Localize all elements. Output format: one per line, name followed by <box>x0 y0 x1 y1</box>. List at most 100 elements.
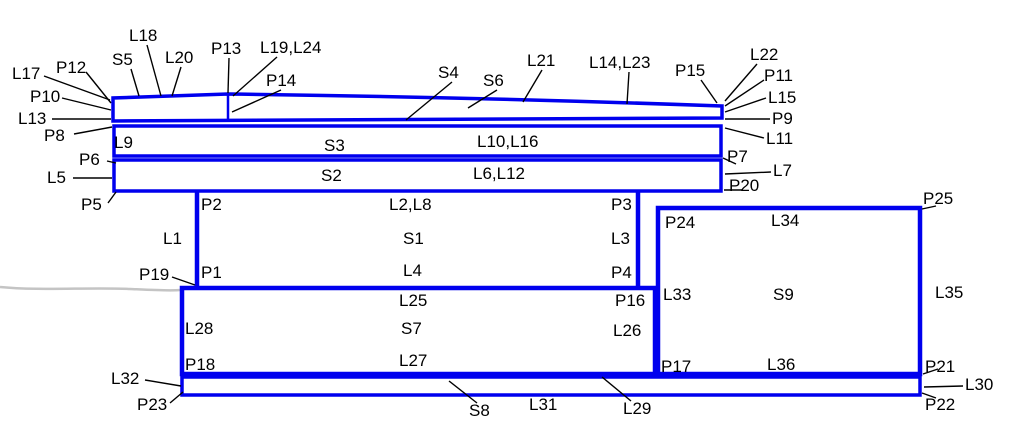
label-p7: P7 <box>727 147 748 166</box>
label-p11: P11 <box>764 66 793 85</box>
surface-s9-box <box>655 205 923 377</box>
label-l10-l16: L10,L16 <box>477 132 539 151</box>
label-p5: P5 <box>81 195 102 214</box>
label-p3: P3 <box>611 195 632 214</box>
label-s8: S8 <box>469 401 490 420</box>
label-p15: P15 <box>675 61 706 80</box>
leader-p11 <box>724 79 765 107</box>
label-l19-l24: L19,L24 <box>260 38 322 57</box>
label-s4: S4 <box>438 63 459 82</box>
label-l1: L1 <box>163 229 182 248</box>
label-l26: L26 <box>613 321 642 340</box>
leader-p10 <box>61 97 112 111</box>
label-p12: P12 <box>56 58 87 77</box>
label-l36: L36 <box>767 355 796 374</box>
label-p8: P8 <box>44 126 65 145</box>
label-p16: P16 <box>615 291 646 310</box>
leader-s5 <box>130 68 140 97</box>
label-l28: L28 <box>185 319 214 338</box>
label-l5: L5 <box>47 168 66 187</box>
leader-l19-l24 <box>232 56 278 97</box>
label-p2: P2 <box>201 195 222 214</box>
label-s2: S2 <box>321 166 342 185</box>
label-p13: P13 <box>211 39 242 58</box>
label-p19: P19 <box>139 265 170 284</box>
label-l29: L29 <box>623 399 652 418</box>
label-l4: L4 <box>403 261 422 280</box>
leader-p25 <box>921 205 937 210</box>
label-s5: S5 <box>112 50 133 69</box>
leader-l15 <box>724 97 767 113</box>
label-l34: L34 <box>771 211 800 230</box>
label-l14-l23: L14,L23 <box>589 53 651 72</box>
label-p23: P23 <box>137 395 168 414</box>
label-l6-l12: L6,L12 <box>473 164 525 183</box>
leader-p14 <box>231 89 282 113</box>
leader-l20 <box>171 66 182 97</box>
leader-p7 <box>722 157 737 165</box>
label-p21: P21 <box>925 357 956 376</box>
label-l33: L33 <box>663 285 692 304</box>
leader-lines <box>43 44 964 404</box>
leader-p8 <box>73 126 113 135</box>
label-l15: L15 <box>768 88 797 107</box>
leader-l7 <box>724 171 772 175</box>
label-l2-l8: L2,L8 <box>389 195 432 214</box>
leader-l17 <box>43 75 111 101</box>
label-s7: S7 <box>401 319 422 338</box>
leader-p5 <box>107 191 117 204</box>
label-l30: L30 <box>965 375 994 394</box>
label-p4: P4 <box>611 263 632 282</box>
label-l13: L13 <box>18 109 47 128</box>
surface-s8-bar <box>180 375 922 397</box>
label-p24: P24 <box>665 213 696 232</box>
leader-p15 <box>700 79 718 104</box>
label-p1: P1 <box>201 263 222 282</box>
label-p9: P9 <box>772 109 793 128</box>
leader-l21 <box>522 69 543 103</box>
label-p18: P18 <box>185 355 216 374</box>
leader-p13 <box>227 57 230 94</box>
leader-l11 <box>724 127 765 139</box>
leader-s8 <box>448 380 478 404</box>
label-l22: L22 <box>750 45 779 64</box>
leader-p22 <box>921 392 937 399</box>
label-l21: L21 <box>527 51 556 70</box>
leader-l30 <box>923 385 964 388</box>
label-l35: L35 <box>935 283 964 302</box>
stray-gray-line <box>0 285 181 292</box>
label-l32: L32 <box>111 369 140 388</box>
label-l27: L27 <box>399 351 428 370</box>
leader-l18 <box>146 44 162 97</box>
label-p14: P14 <box>266 71 297 90</box>
leader-s4 <box>405 81 453 121</box>
label-p17: P17 <box>661 357 692 376</box>
leader-p23 <box>169 391 184 404</box>
leader-l32 <box>144 379 182 387</box>
leader-p19 <box>171 276 196 286</box>
label-l20: L20 <box>165 48 194 67</box>
label-s6: S6 <box>483 71 504 90</box>
leader-p21 <box>922 368 939 375</box>
leader-p12 <box>85 71 112 104</box>
label-p25: P25 <box>923 189 954 208</box>
label-l3: L3 <box>611 229 630 248</box>
label-l25: L25 <box>399 291 428 310</box>
label-l31: L31 <box>529 395 558 414</box>
surface-s3-bar <box>112 124 723 158</box>
leader-l29 <box>601 376 632 402</box>
label-l7: L7 <box>773 161 792 180</box>
label-s1: S1 <box>403 229 424 248</box>
label-l9: L9 <box>114 133 133 152</box>
label-l11: L11 <box>766 129 794 148</box>
leader-p6 <box>106 160 117 164</box>
label-p22: P22 <box>925 395 956 414</box>
leader-l22 <box>724 63 758 102</box>
surface-s2-bar <box>112 158 723 193</box>
label-s9: S9 <box>773 285 794 304</box>
label-l18: L18 <box>129 26 158 45</box>
surface-s4-s6-wedge <box>111 92 724 123</box>
label-l17: L17 <box>12 64 41 83</box>
